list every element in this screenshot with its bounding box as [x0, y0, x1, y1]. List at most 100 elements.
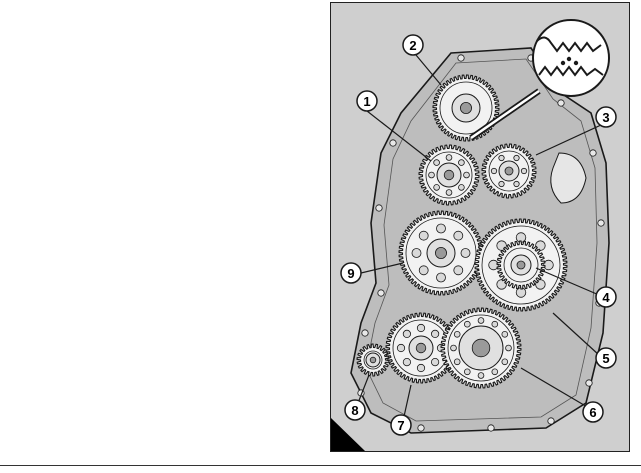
gear-lightening-hole [431, 329, 440, 338]
callout-3: 3 [595, 106, 617, 128]
callout-label: 1 [363, 94, 370, 109]
gear-rim [363, 350, 383, 370]
callout-label: 4 [602, 290, 610, 305]
housing-bolt-hole [377, 289, 385, 297]
gear-3-upper-right [481, 143, 537, 199]
gear-7-lower-left [385, 312, 457, 384]
gear-lightening-hole [453, 265, 464, 276]
housing-bolt-hole [589, 149, 597, 157]
gear-lightening-hole [491, 368, 499, 376]
gear-9-large-left [398, 210, 484, 296]
gear-lightening-hole [496, 279, 507, 290]
gear-6-lower-right [440, 307, 522, 389]
callout-9: 9 [340, 262, 362, 284]
corner-marker [331, 418, 365, 451]
gear-bore [443, 169, 455, 181]
gear-lightening-hole [436, 223, 446, 234]
gear-lightening-hole [490, 167, 498, 175]
gear-lightening-hole [477, 317, 485, 324]
gear-lightening-hole [453, 330, 461, 338]
gear-lightening-hole [535, 240, 546, 251]
gear-8-small [356, 343, 390, 377]
callout-2: 2 [402, 34, 424, 56]
leader-2 [415, 54, 442, 86]
gear-lightening-hole [396, 343, 406, 353]
gear-bore [471, 338, 491, 358]
housing-bolt-hole [585, 379, 593, 387]
gear-lightening-hole [428, 171, 435, 179]
gear-lightening-hole [418, 265, 429, 276]
gear-4-inner [496, 240, 546, 290]
gear-lightening-hole [445, 189, 453, 196]
gear-lightening-hole [491, 320, 499, 328]
housing-bolt-hole [375, 204, 383, 212]
gear-bore [516, 260, 526, 270]
callout-label: 7 [397, 418, 404, 433]
bottom-rule [0, 465, 641, 466]
gear-lightening-hole [411, 248, 422, 258]
gear-lightening-hole [445, 154, 453, 161]
leader-4 [535, 267, 600, 296]
gear-lightening-hole [433, 184, 440, 191]
gear-rim [439, 81, 493, 135]
gear-bore [369, 356, 377, 364]
housing-window [550, 152, 587, 204]
gear-1-upper-left [418, 144, 480, 206]
leader-8 [357, 374, 370, 404]
callout-leaders [357, 54, 602, 422]
leader-1 [366, 110, 432, 162]
gear-lightening-hole [433, 159, 440, 166]
gear-lightening-hole [416, 363, 426, 373]
gear-2-top [432, 74, 500, 142]
gear-bore [415, 342, 427, 354]
gear-lightening-hole [416, 323, 426, 333]
gear-rim [447, 314, 515, 382]
gear-lightening-hole [431, 357, 440, 367]
inset-lower-tooth-profile [538, 65, 604, 77]
gear-lightening-hole [501, 358, 509, 366]
callout-label: 3 [602, 110, 609, 125]
callout-7: 7 [390, 414, 412, 436]
gear-rim [503, 247, 539, 283]
gear-lightening-hole [464, 320, 471, 328]
callout-5: 5 [595, 347, 617, 369]
gear-lightening-hole [460, 248, 471, 258]
callouts: 1 2 3 4 5 [340, 34, 617, 436]
callout-label: 6 [589, 405, 596, 420]
callout-label: 2 [409, 38, 416, 53]
leader-3 [535, 124, 602, 156]
inset-upper-tooth-profile [536, 36, 602, 53]
gear-bore [459, 102, 472, 115]
gear-lightening-hole [450, 344, 457, 352]
gear-lightening-hole [477, 372, 485, 379]
housing-bolt-hole [457, 54, 465, 62]
housing-bolt-hole [487, 424, 495, 432]
housing-bolt-hole [417, 424, 425, 432]
housing-bolt-hole [547, 417, 555, 425]
gears [356, 74, 568, 389]
gear-lightening-hole [458, 184, 465, 191]
gear-lightening-hole [453, 358, 461, 366]
housing-inner-edge [365, 58, 598, 422]
callout-4: 4 [595, 286, 617, 308]
illustration-frame: 1 2 3 4 5 [330, 2, 630, 452]
callout-label: 5 [602, 351, 609, 366]
gear-rim [488, 150, 530, 192]
gear-lightening-hole [501, 330, 509, 338]
gear-bore [435, 246, 448, 259]
gear-lightening-hole [513, 180, 520, 188]
timing-mark-dot [573, 60, 579, 66]
gear-lightening-hole [418, 230, 429, 241]
gear-lightening-hole [505, 344, 512, 352]
housing-bolt-hole [597, 219, 605, 227]
gear-rim [405, 217, 477, 289]
timing-mark-dot [560, 60, 566, 66]
housing-bolt-hole [361, 329, 369, 337]
gear-lightening-hole [513, 154, 520, 162]
inset-leader-inner [470, 89, 540, 140]
gear-train-diagram: 1 2 3 4 5 [331, 19, 617, 451]
gear-lightening-hole [498, 154, 505, 162]
leader-9 [360, 262, 404, 274]
callout-label: 8 [351, 403, 358, 418]
